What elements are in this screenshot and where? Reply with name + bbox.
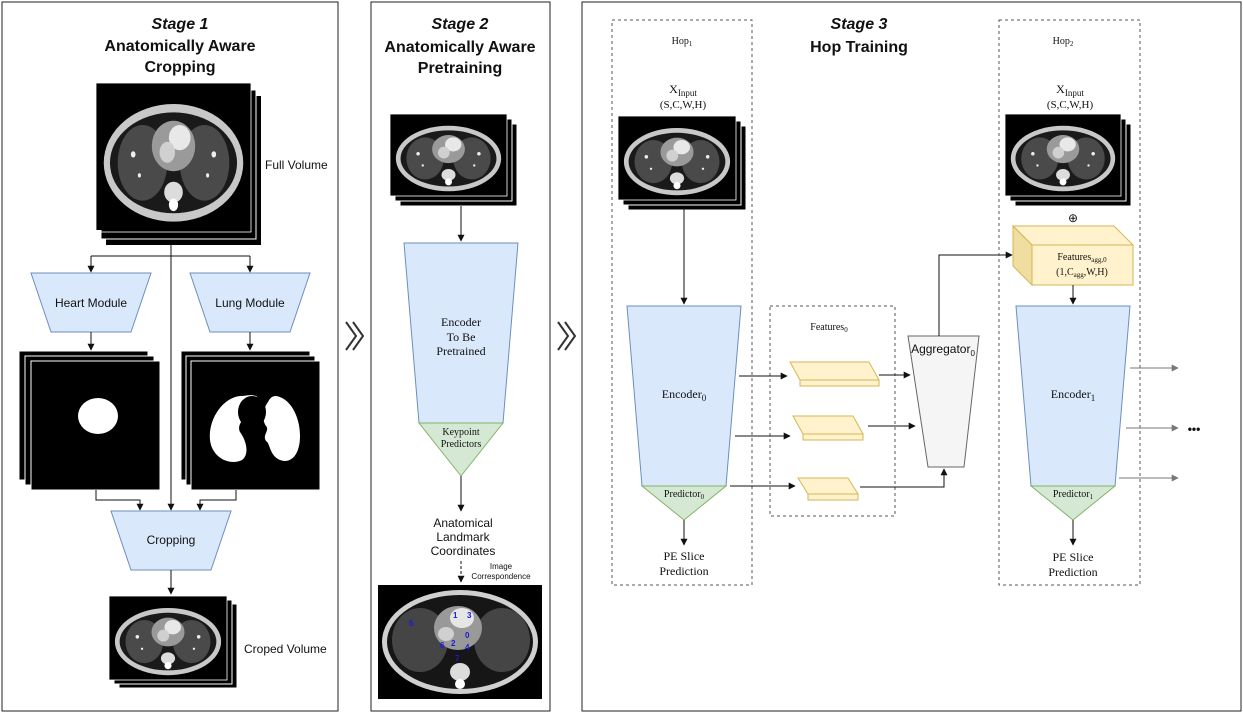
feature-map-3 — [797, 477, 859, 501]
stage2-label: Stage 2 — [432, 16, 489, 33]
predictor0-box — [640, 485, 728, 521]
stage3-panel: Stage 3 Hop Training Hop1 XInput (S,C,W,… — [581, 1, 1242, 712]
full-volume-image — [95, 82, 261, 245]
keypoint-markers: 1 3 0 2 4 6 7 5 — [409, 611, 472, 663]
hop1-output-line2: Prediction — [659, 564, 708, 578]
stage3-label: Stage 3 — [831, 16, 888, 33]
stage1-label: Stage 1 — [152, 16, 209, 33]
stage1-title-line2: Cropping — [144, 59, 215, 76]
keypoint-label: 4 — [465, 643, 470, 652]
features0-label: Features0 — [810, 322, 848, 334]
stage2-input-image — [389, 113, 518, 207]
heart-module-box — [30, 272, 152, 333]
croped-volume-image — [108, 595, 238, 689]
feature-map-2 — [792, 415, 864, 441]
encoder-pretrain-line3: Pretrained — [436, 344, 485, 358]
heart-mask-image — [18, 350, 161, 491]
heart-module-label: Heart Module — [55, 296, 127, 310]
cropping-label: Cropping — [147, 533, 196, 547]
hop1-output-line1: PE Slice — [664, 549, 705, 563]
stage2-title-line2: Pretraining — [418, 60, 502, 77]
features-agg-label: Featuresagg,0 — [1057, 252, 1107, 264]
keypoint-predictors — [417, 422, 505, 477]
landmark-ct-image — [378, 585, 542, 699]
stage3-title: Hop Training — [810, 39, 908, 56]
croped-volume-label: Croped Volume — [244, 642, 327, 656]
chevron-icon-stage1-to-2 — [345, 321, 365, 351]
lung-module-box — [189, 272, 311, 333]
correspondence-line1: Image — [490, 562, 513, 571]
predictor1-label: Predictor1 — [1053, 489, 1094, 501]
encoder0-label: Encoder0 — [662, 387, 707, 403]
keypoint-line2: Predictors — [441, 439, 482, 450]
encoder-pretrain-line1: Encoder — [441, 315, 481, 329]
landmark-line2: Landmark — [436, 530, 490, 544]
features0-frame — [769, 305, 896, 517]
keypoint-line1: Keypoint — [442, 427, 479, 438]
feature-map-1 — [789, 361, 880, 387]
aggregator0-label: Aggregator0 — [911, 342, 975, 358]
stage2-title-line1: Anatomically Aware — [384, 39, 535, 56]
stage1-title-line1: Anatomically Aware — [104, 38, 255, 55]
keypoint-label: 2 — [451, 639, 456, 648]
hop2-input-shape: (S,C,W,H) — [1047, 99, 1094, 111]
hop2-output-line2: Prediction — [1048, 565, 1097, 579]
landmark-line1: Anatomical — [433, 516, 492, 530]
full-volume-label: Full Volume — [265, 158, 328, 172]
encoder1-label: Encoder1 — [1051, 387, 1095, 403]
predictor1-box — [1029, 485, 1117, 521]
lung-module-label: Lung Module — [215, 296, 285, 310]
hop1-input-shape: (S,C,W,H) — [660, 99, 707, 111]
aggregator0-box — [907, 335, 980, 468]
landmark-line3: Coordinates — [431, 544, 496, 558]
continuation-ellipsis: ••• — [1188, 422, 1201, 436]
hop2-input-image — [1004, 113, 1132, 207]
lung-mask-image — [180, 350, 321, 491]
keypoint-label: 7 — [455, 654, 460, 663]
hop2-frame — [998, 19, 1141, 586]
keypoint-label: 1 — [453, 611, 458, 620]
correspondence-line2: Correspondence — [471, 572, 531, 581]
stage1-panel: Stage 1 Anatomically Aware Cropping Full… — [1, 1, 339, 712]
keypoint-label: 0 — [465, 631, 470, 640]
keypoint-label: 3 — [467, 611, 472, 620]
hop2-input-label: XInput — [1056, 82, 1084, 98]
hop2-label: Hop2 — [1053, 36, 1074, 48]
features-agg-shape: (1,Cagg,W,H) — [1056, 267, 1108, 279]
keypoint-label: 6 — [440, 641, 445, 650]
features-agg-box — [1011, 224, 1135, 287]
concat-plus-icon: ⊕ — [1068, 211, 1078, 225]
encoder-pretrain-line2: To Be — [447, 330, 476, 344]
keypoint-label: 5 — [409, 619, 414, 628]
stage2-panel: Stage 2 Anatomically Aware Pretraining E… — [370, 1, 551, 712]
hop1-input-image — [617, 115, 747, 211]
hop2-output-line1: PE Slice — [1053, 550, 1094, 564]
hop1-label: Hop1 — [672, 36, 693, 48]
hop1-frame — [611, 19, 753, 586]
chevron-icon-stage2-to-3 — [557, 321, 577, 351]
hop1-input-label: XInput — [669, 82, 697, 98]
predictor0-label: Predictor0 — [664, 489, 705, 501]
cropping-box — [110, 510, 232, 571]
